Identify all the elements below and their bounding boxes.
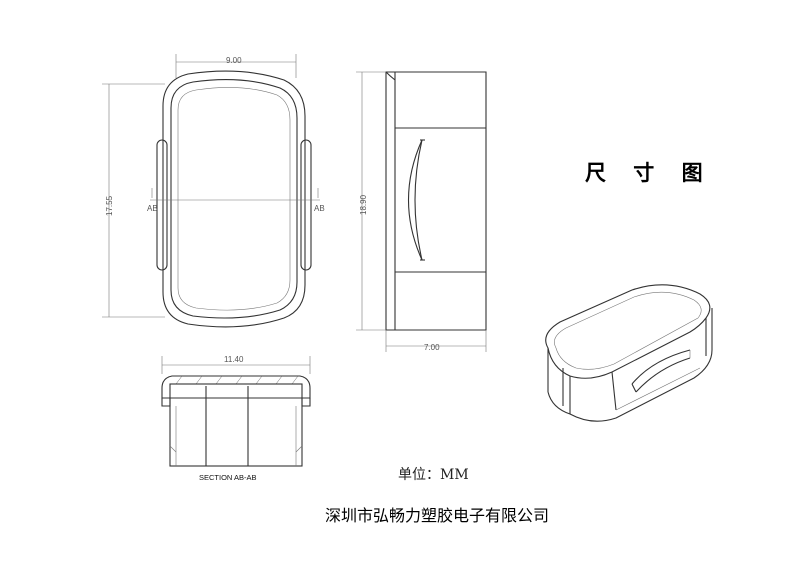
front-view: AB AB 9.00 17.55 — [102, 54, 325, 328]
section-view: 11.40 SECTION AB-AB — [161, 355, 311, 482]
dim-side-depth: 7.00 — [424, 343, 440, 352]
drawing-title: 尺 寸 图 — [585, 161, 713, 185]
dim-front-height: 17.55 — [105, 195, 114, 216]
section-marker-right: AB — [314, 204, 325, 213]
section-marker-left: AB — [147, 204, 158, 213]
isometric-view — [545, 284, 713, 422]
section-label: SECTION AB-AB — [199, 473, 257, 482]
unit-label: 单位：MM — [398, 467, 469, 483]
side-view: 18.90 7.00 — [356, 71, 487, 352]
dim-side-height: 18.90 — [359, 194, 368, 215]
dim-top-width: 9.00 — [226, 56, 242, 65]
dim-section-width: 11.40 — [224, 355, 244, 364]
company-name: 深圳市弘畅力塑胶电子有限公司 — [325, 506, 549, 525]
